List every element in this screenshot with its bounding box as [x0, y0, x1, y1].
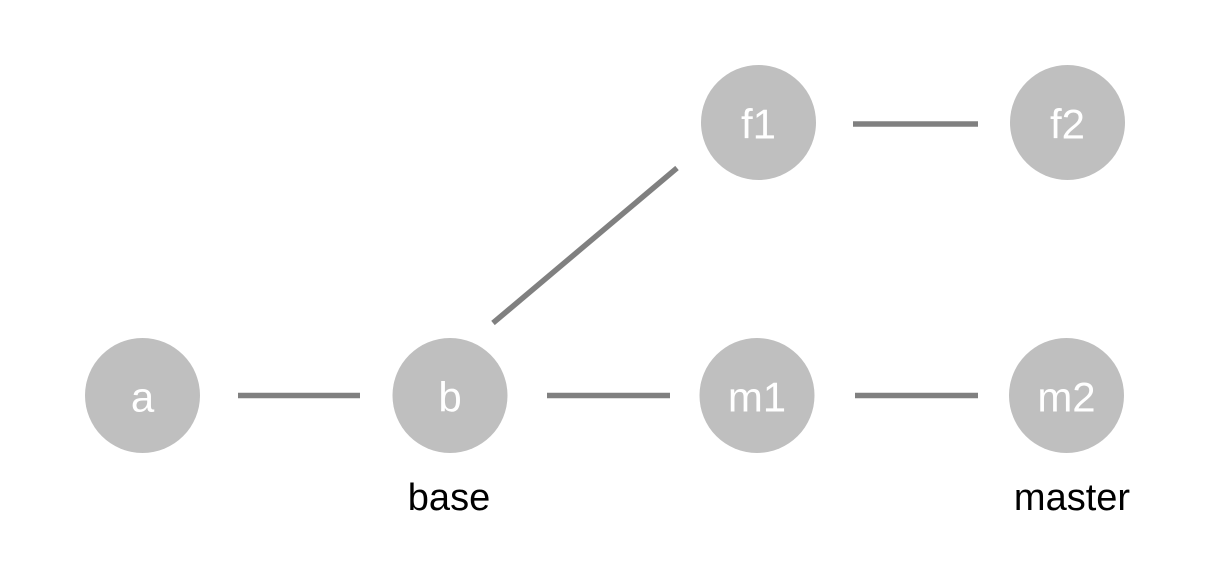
commit-label-m2: m2: [1037, 373, 1095, 420]
commit-circle-b: [392, 338, 508, 453]
commit-node-m2: m2: [1009, 338, 1124, 453]
edge-b-f1-branch: [491, 165, 679, 326]
edge-group: [238, 121, 978, 399]
commit-label-a: a: [131, 373, 155, 420]
commit-circle-m1: [699, 338, 815, 453]
commit-circle-a: [85, 338, 200, 453]
branch-label-base: base: [408, 477, 490, 519]
commit-label-f2: f2: [1050, 100, 1085, 147]
commit-node-b: b: [392, 338, 508, 453]
commit-circle-f2: [1010, 65, 1125, 180]
commit-circle-f1: [701, 65, 816, 180]
commit-label-f1: f1: [741, 100, 776, 147]
commit-node-m1: m1: [699, 338, 815, 453]
commit-circle-m2: [1009, 338, 1124, 453]
commit-node-f2: f2: [1010, 65, 1125, 180]
commit-node-f1: f1: [701, 65, 816, 180]
commit-label-m1: m1: [728, 373, 786, 420]
branch-label-master: master: [1014, 477, 1130, 519]
commit-node-a: a: [85, 338, 200, 453]
commit-label-b: b: [438, 373, 461, 420]
